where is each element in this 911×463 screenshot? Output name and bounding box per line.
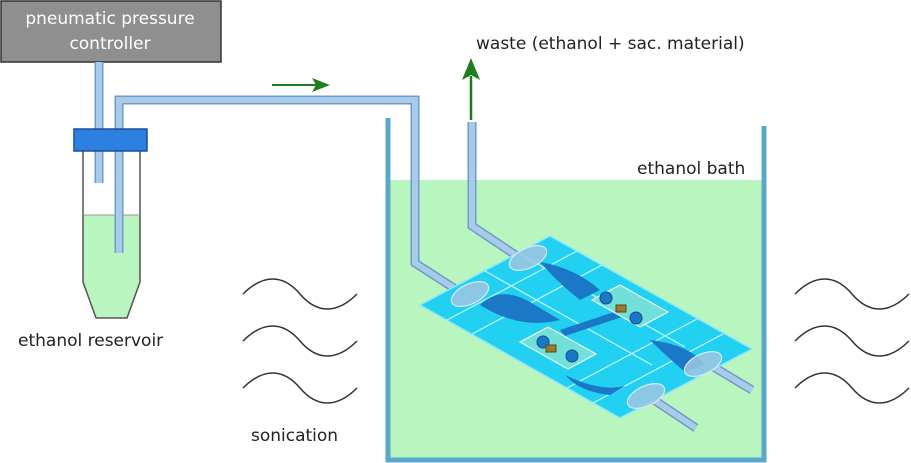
chamber-right bbox=[590, 284, 670, 328]
controller-label-line1: pneumatic pressure bbox=[25, 9, 194, 29]
bath-container bbox=[385, 118, 767, 463]
port-right-bottom bbox=[626, 383, 666, 409]
pressure-controller: pneumatic pressure controller bbox=[0, 0, 222, 63]
ethanol-reservoir bbox=[82, 151, 141, 319]
port-right-top bbox=[683, 351, 723, 377]
reservoir-cap bbox=[73, 128, 148, 152]
waste-arrow-icon bbox=[462, 58, 480, 120]
chamber-left bbox=[518, 326, 598, 370]
flow-arrow-icon bbox=[272, 78, 330, 92]
outlet-port bbox=[508, 245, 548, 271]
sonication-wave-icon bbox=[794, 278, 910, 404]
microfluidic-chip bbox=[418, 235, 754, 419]
sonication-label: sonication bbox=[251, 426, 338, 446]
bath-label: ethanol bath bbox=[637, 159, 745, 179]
controller-label-line2: controller bbox=[69, 34, 150, 54]
reservoir-label: ethanol reservoir bbox=[18, 331, 163, 351]
waste-label: waste (ethanol + sac. material) bbox=[476, 34, 745, 54]
inlet-port bbox=[450, 281, 490, 307]
sonication-wave-icon bbox=[242, 278, 358, 404]
